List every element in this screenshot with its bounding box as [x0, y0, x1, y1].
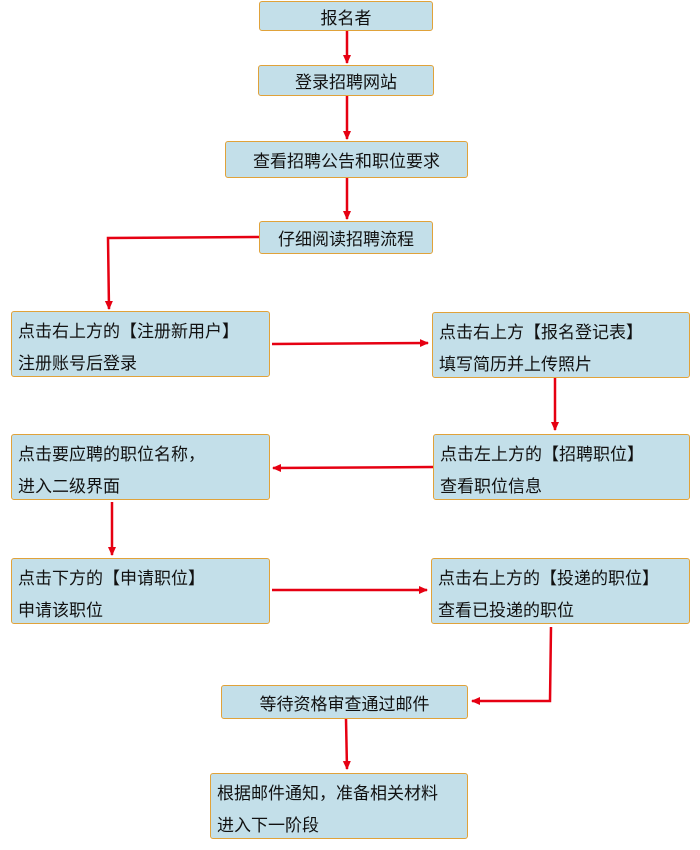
arrow-s7-s8 — [272, 463, 434, 472]
step-view-announcement-label: 查看招聘公告和职位要求 — [253, 152, 440, 172]
step-prepare-materials-line1: 根据邮件通知，准备相关材料 — [217, 784, 438, 804]
arrow-s5-s6 — [271, 339, 429, 348]
step-submitted-positions: 点击右上方的【投递的职位】 查看已投递的职位 — [431, 558, 690, 624]
step-registration-form-line1: 点击右上方【报名登记表】 — [439, 323, 643, 343]
step-login-site-label: 登录招聘网站 — [295, 73, 397, 93]
step-registrant-label: 报名者 — [320, 8, 372, 29]
step-prepare-materials-line2: 进入下一阶段 — [217, 816, 319, 836]
step-register-user: 点击右上方的【注册新用户】 注册账号后登录 — [11, 311, 270, 377]
arrow-s4-s5 — [104, 235, 260, 310]
step-apply-position: 点击下方的【申请职位】 申请该职位 — [11, 558, 270, 624]
step-login-site: 登录招聘网站 — [258, 65, 434, 96]
step-await-review: 等待资格审查通过邮件 — [221, 685, 468, 719]
step-register-user-line2: 注册账号后登录 — [18, 354, 137, 374]
step-apply-position-line1: 点击下方的【申请职位】 — [18, 569, 205, 589]
step-apply-position-line2: 申请该职位 — [18, 601, 103, 621]
step-registration-form: 点击右上方【报名登记表】 填写简历并上传照片 — [432, 312, 690, 378]
step-job-listings-line2: 查看职位信息 — [440, 477, 542, 497]
step-job-listings-line1: 点击左上方的【招聘职位】 — [440, 445, 644, 465]
step-await-review-label: 等待资格审查通过邮件 — [259, 694, 430, 715]
step-prepare-materials: 根据邮件通知，准备相关材料 进入下一阶段 — [210, 773, 468, 839]
step-select-position: 点击要应聘的职位名称， 进入二级界面 — [11, 434, 270, 500]
step-registration-form-line2: 填写简历并上传照片 — [439, 355, 592, 375]
step-submitted-positions-line1: 点击右上方的【投递的职位】 — [438, 569, 659, 589]
step-view-announcement: 查看招聘公告和职位要求 — [225, 141, 468, 178]
step-job-listings: 点击左上方的【招聘职位】 查看职位信息 — [433, 434, 690, 500]
step-registrant: 报名者 — [259, 1, 433, 31]
step-register-user-line1: 点击右上方的【注册新用户】 — [18, 322, 239, 342]
arrow-s11-s12 — [342, 718, 351, 770]
step-select-position-line2: 进入二级界面 — [18, 477, 120, 497]
step-read-process-label: 仔细阅读招聘流程 — [278, 230, 414, 250]
step-select-position-line1: 点击要应聘的职位名称， — [18, 445, 205, 465]
step-submitted-positions-line2: 查看已投递的职位 — [438, 601, 574, 621]
step-read-process: 仔细阅读招聘流程 — [259, 221, 433, 254]
arrow-s10-s11 — [471, 626, 553, 705]
